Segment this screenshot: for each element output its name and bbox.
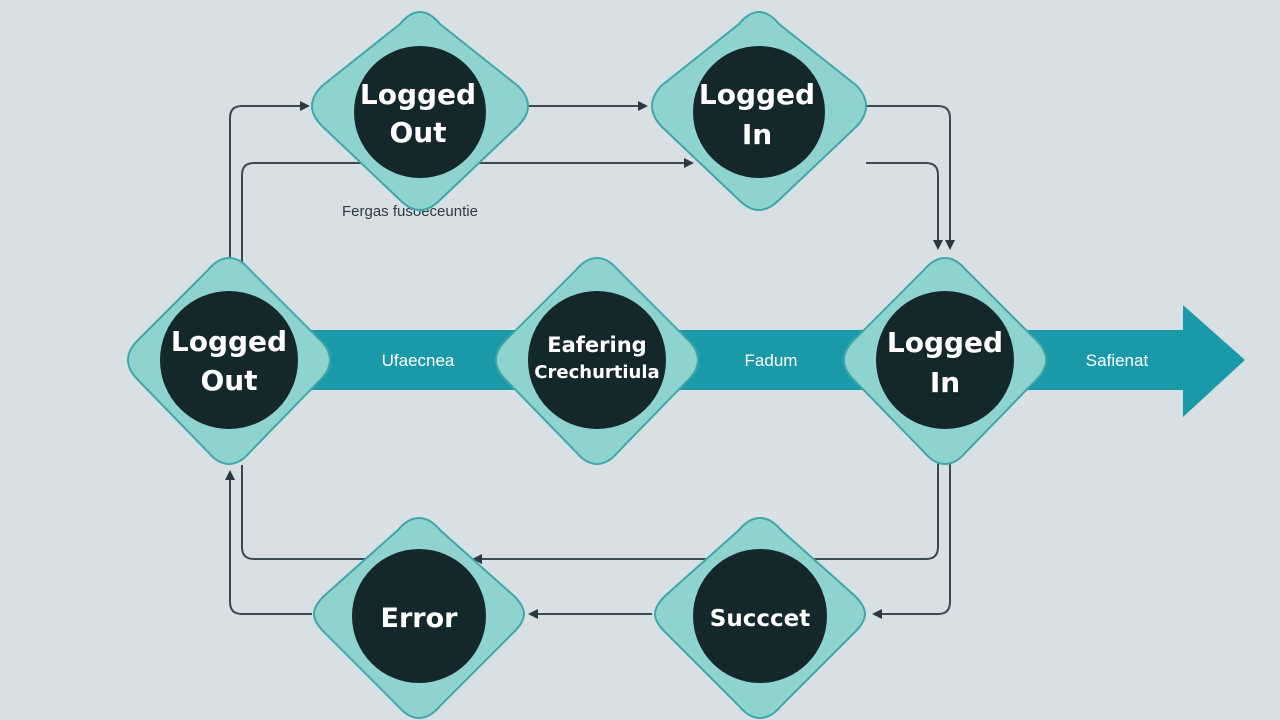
band-label-right: Safienat (1086, 351, 1149, 370)
node-mid-entering-circle (528, 291, 666, 429)
node-bottom-error-circle (352, 549, 486, 683)
node-mid-logged-in-line1: Logged (887, 326, 1003, 359)
connector-left-outer-up (229, 101, 310, 260)
node-top-logged-out: Logged Out (310, 10, 530, 212)
node-mid-logged-in: Logged In (842, 256, 1048, 466)
node-top-logged-in-circle (693, 46, 825, 178)
node-mid-logged-out-line2: Out (200, 364, 257, 397)
node-bottom-success-circle (693, 549, 827, 683)
node-top-logged-out-line2: Out (389, 116, 446, 149)
connector-right-inner-down (866, 162, 943, 250)
node-mid-entering-line1: Eafering (547, 333, 646, 357)
flow-band-arrowhead (1183, 305, 1245, 417)
connectors (225, 101, 955, 619)
node-mid-entering-line2: Crechurtiula (534, 362, 659, 383)
node-mid-logged-in-circle (876, 291, 1014, 429)
connector-left-outer-bottom (225, 470, 312, 615)
caption-text: Fergas fusoeceuntie (342, 203, 478, 220)
node-bottom-success-label: Succcet (710, 606, 810, 632)
node-mid-logged-out: Logged Out (126, 256, 332, 466)
band-label-left: Ufaecnea (382, 351, 455, 370)
node-mid-entering: Eafering Crechurtiula (494, 256, 700, 466)
connector-right-outer-down (866, 105, 955, 250)
node-top-logged-in: Logged In (650, 10, 868, 212)
node-bottom-error-label: Error (381, 603, 459, 634)
node-bottom-error: Error (312, 516, 526, 720)
node-top-logged-out-circle (354, 46, 486, 178)
connector-left-inner-up (241, 158, 694, 262)
node-mid-logged-in-line2: In (930, 366, 960, 399)
node-top-logged-in-line1: Logged (699, 78, 815, 111)
node-top-logged-out-line1: Logged (360, 78, 476, 111)
node-mid-logged-out-circle (160, 291, 298, 429)
node-mid-logged-out-line1: Logged (171, 325, 287, 358)
connector-left-inner-bottom (241, 465, 474, 560)
node-top-logged-in-line2: In (742, 118, 772, 151)
connector-right-outer-bottom (872, 462, 951, 619)
band-label-middle: Fadum (745, 351, 798, 370)
connector-right-inner-bottom (472, 462, 939, 564)
node-bottom-success: Succcet (653, 516, 867, 720)
